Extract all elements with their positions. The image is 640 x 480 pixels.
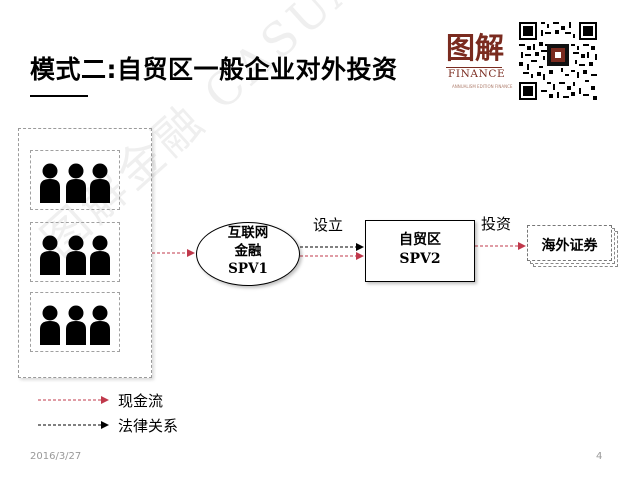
- investor-group: [30, 292, 120, 352]
- edge-label-setup: 设立: [313, 216, 344, 234]
- person-icon: [40, 163, 60, 203]
- spv1-label: 互联网 金融 SPV1: [227, 225, 269, 277]
- spv2-node: [365, 220, 475, 282]
- logo-finance-text: FINANCE: [448, 68, 506, 80]
- qr-code-icon: [517, 20, 599, 102]
- logo-small-text: ANNUALISM EDITION FINANCE: [452, 84, 513, 89]
- person-icon: [90, 305, 110, 345]
- legend-legal-label: 法律关系: [118, 417, 179, 435]
- logo-mark: 图解: [446, 31, 505, 65]
- page-number: 4: [596, 451, 603, 462]
- securities-label: 海外证券: [541, 238, 598, 254]
- investor-pool: [18, 128, 152, 378]
- person-icon: [40, 305, 60, 345]
- legend-cash-flow-label: 现金流: [118, 392, 164, 410]
- spv2-label: 自贸区 SPV2: [399, 232, 441, 267]
- spv1-node: [196, 222, 300, 286]
- person-icon: [66, 235, 86, 275]
- person-icon: [66, 163, 86, 203]
- logo-divider: [446, 67, 502, 68]
- securities-node: [527, 225, 612, 261]
- person-icon: [90, 235, 110, 275]
- title-underline: [30, 95, 88, 97]
- person-icon: [66, 305, 86, 345]
- investor-group: [30, 150, 120, 210]
- slide-date: 2016/3/27: [30, 451, 82, 462]
- edge-label-invest: 投资: [481, 215, 512, 233]
- person-icon: [90, 163, 110, 203]
- slide-title: 模式二:自贸区一般企业对外投资: [30, 55, 398, 84]
- person-icon: [40, 235, 60, 275]
- investor-group: [30, 222, 120, 282]
